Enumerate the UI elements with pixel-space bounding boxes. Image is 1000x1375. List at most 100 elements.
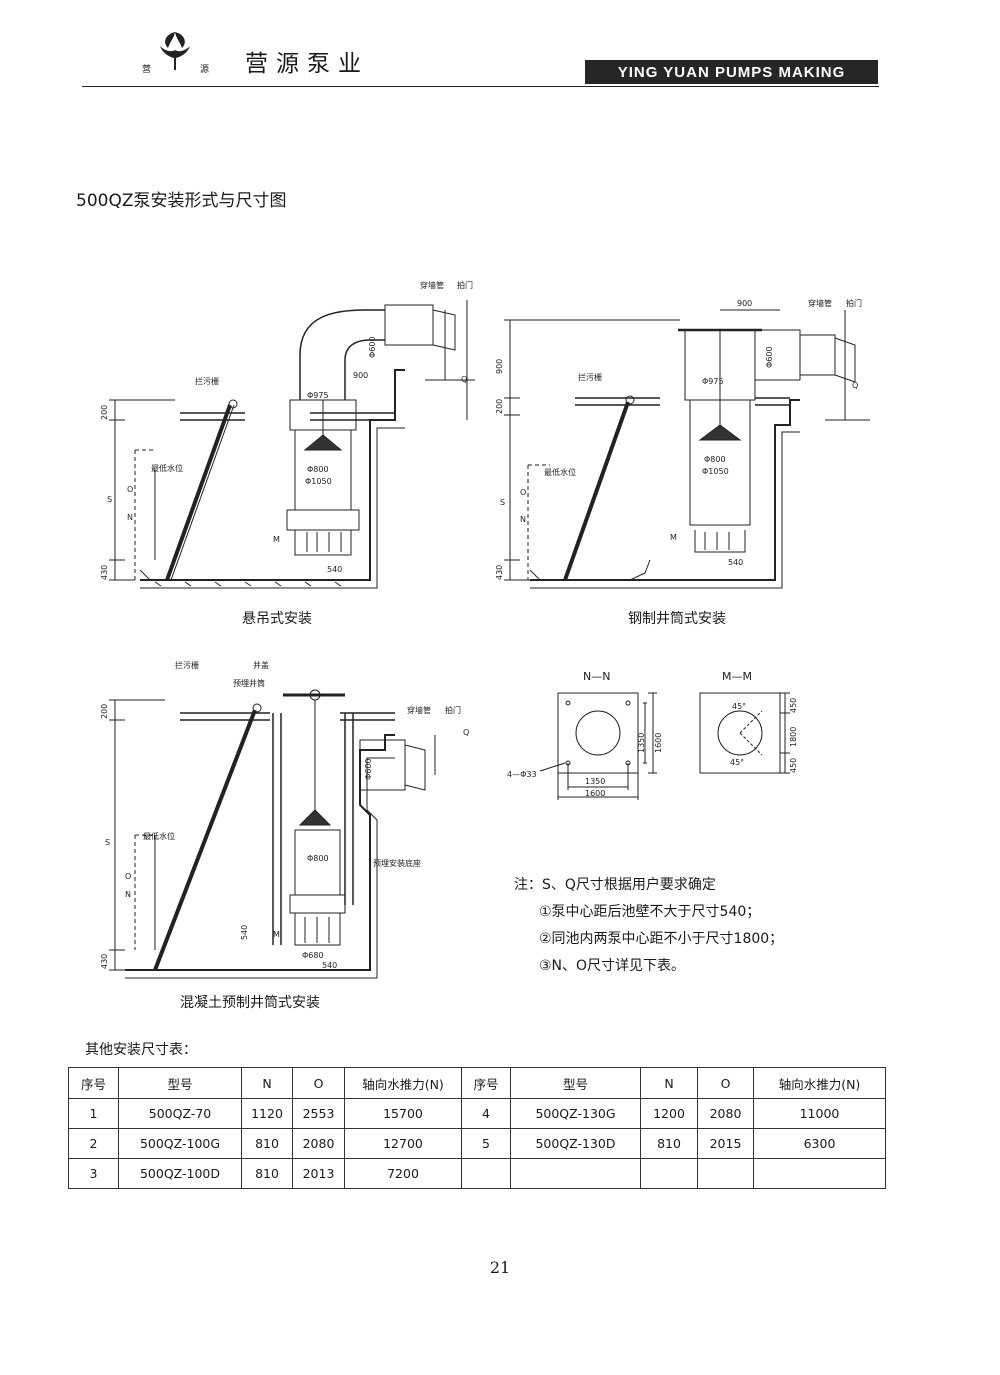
figure-concrete-shaft-caption: 混凝土预制井筒式安装: [180, 995, 320, 1011]
table-cell: 500QZ-70: [118, 1098, 242, 1129]
page-number: 21: [489, 1258, 511, 1277]
table-cell: 2553: [292, 1098, 345, 1129]
fig1-dia800: Φ800: [307, 465, 329, 474]
fig2-dia1050: Φ1050: [702, 467, 729, 476]
fig2-n: N: [520, 515, 526, 524]
fig2-q: Q: [852, 381, 858, 390]
header-cell: 序号: [461, 1067, 511, 1099]
fig2-dia975: Φ975: [702, 377, 724, 386]
fig2-dim900-top: 900: [737, 299, 752, 308]
logo-char-left: 营: [142, 63, 151, 75]
fig3-dia600: Φ600: [364, 758, 373, 780]
installation-notes: 注：S、Q尺寸根据用户要求确定 ①泵中心距后池壁不大于尺寸540； ②同池内两泵…: [514, 872, 783, 980]
table-cell: 810: [640, 1128, 698, 1159]
table-row: 3 500QZ-100D 810 2013 7200: [68, 1158, 886, 1189]
table-cell: 2015: [697, 1128, 754, 1159]
fig1-elbow900: 900: [353, 371, 368, 380]
table-cell: 4: [461, 1098, 511, 1129]
section-n-n: N—N 4—Φ33 1350 1600 1350 1600: [507, 670, 663, 800]
fig1-dim430: 430: [100, 565, 109, 580]
section-nn-dim1350-h: 1350: [585, 777, 605, 786]
header-cell: 型号: [118, 1067, 242, 1099]
fig3-min-water-label: 最低水位: [143, 831, 175, 841]
table-cell: [640, 1158, 698, 1189]
installation-dimension-table: 序号 型号 N O 轴向水推力(N) 序号 型号 N O 轴向水推力(N) 1 …: [68, 1067, 886, 1189]
fig3-dia680: Φ680: [302, 951, 324, 960]
table-cell: 1: [68, 1098, 119, 1129]
fig2-dim200: 200: [495, 399, 504, 414]
fig2-trash-rack-label: 拦污栅: [578, 372, 602, 382]
notes-item: ②同池内两泵中心距不小于尺寸1800；: [539, 931, 784, 947]
table-cell: 2080: [292, 1128, 345, 1159]
section-mm-title: M—M: [722, 670, 752, 683]
fig1-s: S: [107, 495, 112, 504]
logo-emblem-icon: [160, 32, 190, 70]
fig3-dim540-h: 540: [322, 961, 337, 970]
fig3-dim430: 430: [100, 954, 109, 969]
header-cell: N: [640, 1067, 698, 1099]
fig3-o: O: [125, 872, 131, 881]
header-cell: O: [697, 1067, 754, 1099]
fig2-min-water-label: 最低水位: [544, 467, 576, 477]
table-cell: [510, 1158, 641, 1189]
fig3-dim200: 200: [100, 704, 109, 719]
table-cell: 1120: [241, 1098, 293, 1129]
table-cell: 500QZ-130G: [510, 1098, 641, 1129]
fig2-flap-gate-label: 拍门: [846, 298, 862, 308]
section-mm-angle-bottom: 45°: [730, 758, 744, 767]
section-mm-dim450-bottom: 450: [789, 758, 798, 773]
table-row: 1 500QZ-70 1120 2553 15700 4 500QZ-130G …: [68, 1098, 886, 1129]
header-cell: 型号: [510, 1067, 641, 1099]
page-title: 500QZ泵安装形式与尺寸图: [76, 191, 287, 211]
table-cell: 7200: [344, 1158, 462, 1189]
header-cell: 轴向水推力(N): [344, 1067, 462, 1099]
fig1-dim200: 200: [100, 405, 109, 420]
notes-lead: 注：S、Q尺寸根据用户要求确定: [514, 877, 716, 893]
fig3-embedded-shaft-label: 预埋井筒: [233, 678, 265, 688]
fig3-dim540-v: 540: [240, 925, 249, 940]
header-cell: O: [292, 1067, 345, 1099]
fig3-flap-gate-label: 拍门: [445, 705, 461, 715]
fig3-n: N: [125, 890, 131, 899]
table-cell: [461, 1158, 511, 1189]
figure-concrete-shaft-install: 拦污栅 井盖 预埋井筒 穿墙管 拍门 最低水位 预埋安装底座 Φ600 Φ800…: [100, 660, 469, 979]
fig1-dia975: Φ975: [307, 391, 329, 400]
fig1-o: O: [127, 485, 133, 494]
section-m-m: M—M 45° 45° 450 1800 450: [699, 670, 798, 774]
table-cell: 15700: [344, 1098, 462, 1129]
table-cell: 500QZ-100D: [118, 1158, 242, 1189]
fig3-m: M: [273, 930, 280, 939]
header-rule: [82, 86, 879, 87]
table-row: 2 500QZ-100G 810 2080 12700 5 500QZ-130D…: [68, 1128, 886, 1159]
fig1-dia600: Φ600: [368, 336, 377, 358]
header-cell: 轴向水推力(N): [753, 1067, 886, 1099]
figure-steel-shaft-install: 拦污栅 穿墙管 拍门 最低水位 900 900 Φ600 Φ975 Φ800 Φ…: [495, 298, 870, 589]
fig3-trash-rack-label: 拦污栅: [175, 660, 199, 670]
fig2-dia800: Φ800: [704, 455, 726, 464]
header-cell: 序号: [68, 1067, 119, 1099]
table-cell: 12700: [344, 1128, 462, 1159]
table-cell: 2013: [292, 1158, 345, 1189]
fig2-wall-pipe-label: 穿墙管: [808, 298, 832, 308]
fig2-dim900-left: 900: [495, 359, 504, 374]
table-cell: 6300: [753, 1128, 886, 1159]
fig1-m: M: [273, 535, 280, 544]
figure-steel-shaft-caption: 钢制井筒式安装: [628, 611, 726, 627]
brand-logo: 营 源: [142, 32, 209, 75]
table-cell: 810: [241, 1158, 293, 1189]
fig1-n: N: [127, 513, 133, 522]
fig2-s: S: [500, 498, 505, 507]
section-nn-dim1350-v: 1350: [637, 733, 646, 753]
table-cell: 3: [68, 1158, 119, 1189]
table-cell: 1200: [640, 1098, 698, 1129]
table-cell: 2: [68, 1128, 119, 1159]
fig3-s: S: [105, 838, 110, 847]
table-cell: [697, 1158, 754, 1189]
fig3-well-cover-label: 井盖: [253, 660, 269, 670]
fig1-dia1050: Φ1050: [305, 477, 332, 486]
figure-suspended-caption: 悬吊式安装: [242, 611, 312, 627]
fig2-dim540: 540: [728, 558, 743, 567]
table-cell: 500QZ-100G: [118, 1128, 242, 1159]
table-cell: 11000: [753, 1098, 886, 1129]
table-cell: 810: [241, 1128, 293, 1159]
